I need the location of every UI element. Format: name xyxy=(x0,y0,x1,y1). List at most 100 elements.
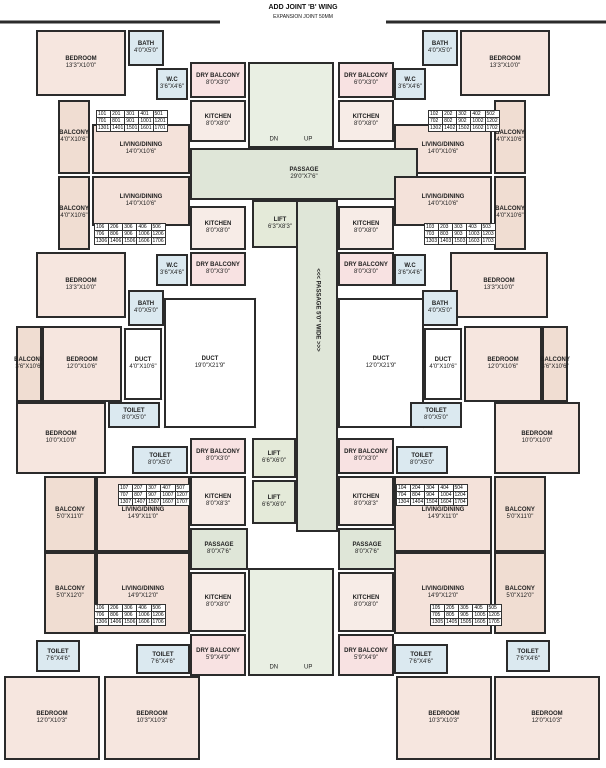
room-dimension: 12'0"X10'3" xyxy=(36,718,68,724)
room-name: LIVING/DINING xyxy=(421,194,465,200)
flat-number: 1606 xyxy=(136,618,152,626)
room-dry-r2 xyxy=(338,438,394,474)
flat-number: 1506 xyxy=(122,237,138,245)
flat-number: 1303 xyxy=(423,237,440,245)
flat-number: 703 xyxy=(423,230,440,238)
flat-number: 506 xyxy=(150,604,166,612)
room-name: DRY BALCONY xyxy=(196,262,240,268)
flat-number: 804 xyxy=(410,491,426,499)
subtitle: EXPANSION JOINT 50MM xyxy=(273,14,333,20)
room-kitchen-l4 xyxy=(190,572,246,632)
room-dimension: 7'6"X4'6" xyxy=(409,659,433,665)
room-dimension: 6'6"X6'0" xyxy=(262,502,286,508)
room-name: BALCONY xyxy=(55,586,85,592)
room-dimension: 3'6"X4'6" xyxy=(160,270,184,276)
room-balcony-ml xyxy=(58,176,90,250)
flat-number: 202 xyxy=(442,110,458,118)
room-toilet-l1 xyxy=(108,402,160,428)
room-name: TOILET xyxy=(152,652,174,658)
room-dimension: 3'6"X10'6" xyxy=(541,364,569,370)
flat-number: 302 xyxy=(456,110,472,118)
room-name: BATH xyxy=(431,301,449,307)
stair-down-label: DN xyxy=(269,136,279,144)
flat-number: 806 xyxy=(108,611,124,619)
room-bath-ml xyxy=(128,290,164,326)
room-bedroom-br2 xyxy=(396,676,492,760)
flat-number: 802 xyxy=(442,117,458,125)
room-toilet-r2 xyxy=(396,446,448,474)
room-bedroom-r xyxy=(464,326,542,402)
room-name: DUCT xyxy=(434,357,452,363)
room-dimension: 7'6"X4'6" xyxy=(46,656,70,662)
flat-number: 1005 xyxy=(472,611,488,619)
room-toilet-br2 xyxy=(394,644,448,674)
flat-number: 1605 xyxy=(472,618,488,626)
flat-number: 1003 xyxy=(466,230,482,238)
room-name: W.C xyxy=(404,77,416,83)
title: ADD JOINT 'B' WING xyxy=(268,4,338,11)
room-dimension: 4'0"X10'6" xyxy=(496,137,524,143)
room-duct-r xyxy=(338,298,424,428)
flat-number: 1403 xyxy=(438,237,454,245)
room-dimension: 4'0"X10'6" xyxy=(129,364,157,370)
flat-number: 1306 xyxy=(93,237,110,245)
room-name: LIVING/DINING xyxy=(121,586,165,592)
flat-number: 1502 xyxy=(456,124,472,132)
flat-number: 1506 xyxy=(122,618,138,626)
room-dimension: 10'3"X10'3" xyxy=(428,718,460,724)
flat-number: 1607 xyxy=(160,498,176,506)
room-passage-l xyxy=(190,528,248,570)
room-dimension: 8'0"X7'6" xyxy=(355,549,379,555)
room-name: LIVING/DINING xyxy=(421,142,465,148)
room-bath-tr xyxy=(422,30,458,66)
room-balcony-mr xyxy=(494,176,526,250)
room-name: LIFT xyxy=(267,495,281,501)
flat-number: 204 xyxy=(410,484,426,492)
flat-number: 1001 xyxy=(138,117,154,125)
room-dimension: 8'0"X5'0" xyxy=(410,460,434,466)
room-dry-ml xyxy=(190,252,246,286)
room-duct-l xyxy=(164,298,256,428)
room-dimension: 8'0"X8'3" xyxy=(354,501,378,507)
room-dimension: 8'0"X5'0" xyxy=(424,415,448,421)
room-kitchen-r2 xyxy=(338,476,394,526)
room-dimension: 3'6"X10'6" xyxy=(15,364,43,370)
flat-number: 805 xyxy=(444,611,460,619)
flat-number: 507 xyxy=(174,484,190,492)
room-name: W.C xyxy=(166,263,178,269)
room-dimension: 3'6"X4'6" xyxy=(398,270,422,276)
room-name: BEDROOM xyxy=(489,56,521,62)
room-name: BALCONY xyxy=(55,507,85,513)
room-name: BEDROOM xyxy=(65,278,97,284)
flat-number: 1205 xyxy=(486,611,502,619)
flat-number: 506 xyxy=(150,223,166,231)
room-name: LIVING/DINING xyxy=(119,194,163,200)
room-bedroom-br xyxy=(494,676,600,760)
room-balcony-r xyxy=(542,326,568,402)
room-name: BALCONY xyxy=(495,130,525,136)
room-bath-tl xyxy=(128,30,164,66)
